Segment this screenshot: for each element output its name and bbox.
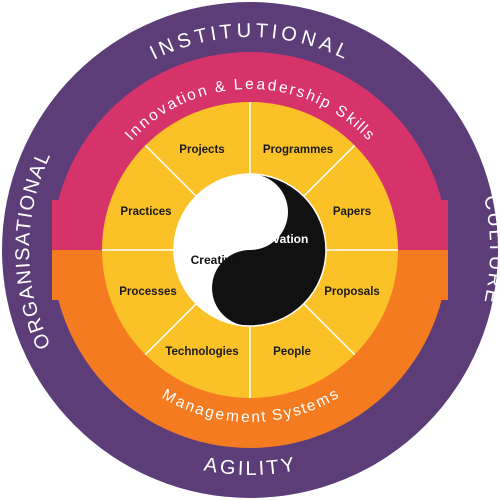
- segment-label-processes: Processes: [119, 286, 177, 298]
- segment-dividers: [102, 102, 398, 398]
- segment-divider: [144, 303, 197, 356]
- core-label-innovation: Innovation: [248, 232, 309, 246]
- segment-label-technologies: Technologies: [165, 346, 238, 358]
- outer-label-culture: CULTURE: [479, 194, 500, 307]
- segment-label-papers: Papers: [333, 206, 371, 218]
- segment-divider: [303, 144, 356, 197]
- segment-divider: [144, 144, 197, 197]
- segment-label-practices: Practices: [120, 206, 171, 218]
- segment-labels: Projects Programmes Papers Proposals Peo…: [119, 144, 380, 358]
- segment-label-proposals: Proposals: [324, 286, 380, 298]
- core-label-creativity: Creativity: [191, 253, 246, 267]
- yin-yang-icon: [173, 173, 327, 327]
- segment-label-people: People: [273, 346, 311, 358]
- segment-label-programmes: Programmes: [263, 144, 333, 156]
- segment-label-projects: Projects: [179, 144, 224, 156]
- segment-divider: [303, 303, 356, 356]
